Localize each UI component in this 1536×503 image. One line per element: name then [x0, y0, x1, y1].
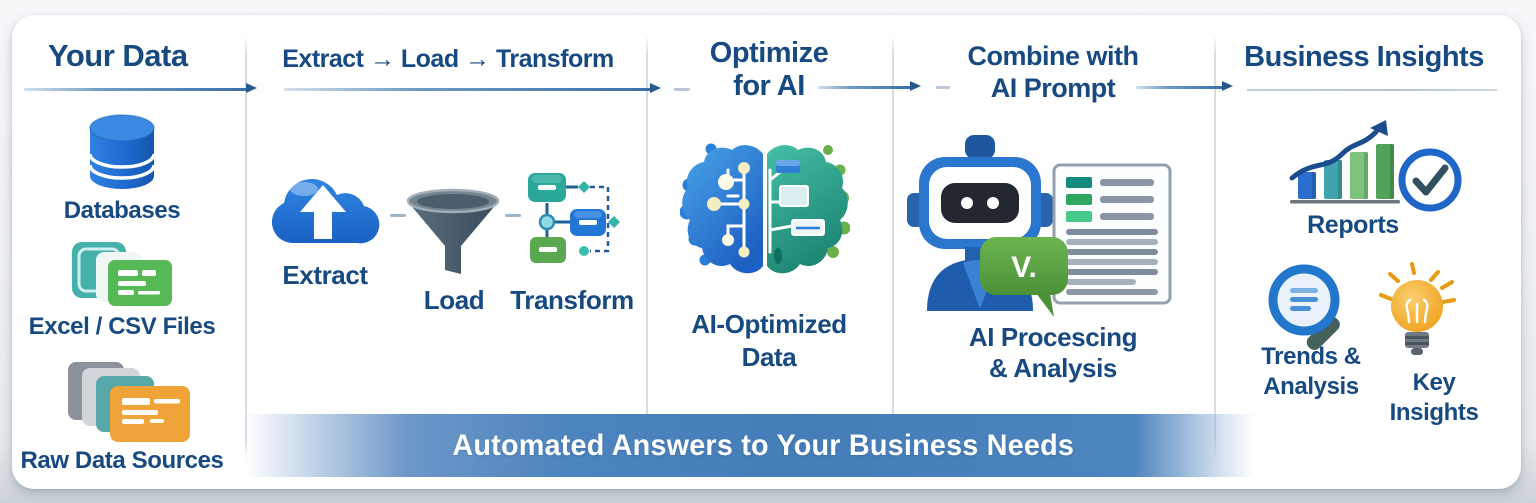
- column-divider: [1214, 35, 1216, 460]
- label-load: Load: [423, 285, 485, 315]
- dash-connector: [390, 214, 406, 217]
- raw-data-cards-icon: [66, 360, 196, 446]
- cloud-upload-icon: [262, 163, 384, 251]
- label-excel-csv-files: Excel / CSV Files: [28, 313, 216, 340]
- document-icon: [1052, 163, 1172, 305]
- spreadsheet-files-icon: [70, 240, 176, 310]
- header-your-data: Your Data: [48, 38, 188, 73]
- flow-arrow-icon: [284, 83, 661, 93]
- column-divider: [646, 35, 648, 460]
- banner: Automated Answers to Your Business Needs: [245, 414, 1255, 477]
- transform-flowchart-icon: [520, 165, 620, 267]
- label-databases: Databases: [63, 197, 181, 224]
- flow-arrow-icon: [818, 81, 921, 91]
- label-key-insights: Key Insights: [1374, 368, 1494, 428]
- label-extract: Extract: [282, 260, 368, 290]
- header-business-insights: Business Insights: [1244, 41, 1484, 73]
- label-raw-data-sources: Raw Data Sources: [20, 447, 224, 474]
- banner-text: Automated Answers to Your Business Needs: [452, 428, 1075, 462]
- magnifier-icon: [1264, 260, 1360, 360]
- dash-connector: [505, 214, 521, 217]
- lightbulb-icon: [1376, 262, 1458, 362]
- label-line: Analysis: [1263, 373, 1359, 400]
- ai-brain-icon: [680, 140, 850, 286]
- label-trends-analysis: Trends & Analysis: [1246, 342, 1376, 402]
- database-icon: [82, 112, 162, 196]
- label-line: Insights: [1389, 399, 1479, 426]
- label-line: AI-Optimized: [691, 309, 847, 339]
- header-line: Combine with: [967, 41, 1140, 71]
- bar-chart-icon: [1288, 116, 1404, 208]
- column-divider: [245, 35, 247, 460]
- header-optimize-for-ai: Optimize for AI: [646, 37, 892, 103]
- label-line: & Analysis: [989, 353, 1117, 383]
- label-line: AI Procescing: [968, 322, 1138, 352]
- checkmark-icon: [1396, 146, 1464, 214]
- dash-segment: [936, 86, 950, 89]
- header-line: Optimize: [709, 37, 829, 69]
- flow-arrow-icon: [1136, 81, 1233, 91]
- header-line: for AI: [733, 70, 805, 102]
- label-line: Trends &: [1261, 343, 1361, 370]
- label-ai-processing-analysis: AI Procescing & Analysis: [892, 322, 1214, 384]
- chat-bubble-icon: V.: [980, 237, 1078, 321]
- header-extract-load-transform: Extract → Load → Transform: [282, 45, 614, 73]
- header-line: AI Prompt: [990, 73, 1116, 103]
- flow-arrow-icon: [24, 83, 257, 93]
- diagram-card: [12, 15, 1521, 489]
- dash-segment: [674, 88, 690, 91]
- chat-bubble-text: V.: [1011, 251, 1037, 284]
- header-underline: [1247, 89, 1497, 91]
- label-ai-optimized-data: AI-Optimized Data: [646, 308, 892, 374]
- label-line: Data: [741, 342, 797, 372]
- label-transform: Transform: [510, 285, 634, 315]
- label-line: Key: [1412, 369, 1456, 396]
- funnel-icon: [404, 186, 502, 280]
- header-combine-with-ai-prompt: Combine with AI Prompt: [892, 40, 1214, 104]
- column-divider: [892, 35, 894, 460]
- label-reports: Reports: [1307, 211, 1399, 239]
